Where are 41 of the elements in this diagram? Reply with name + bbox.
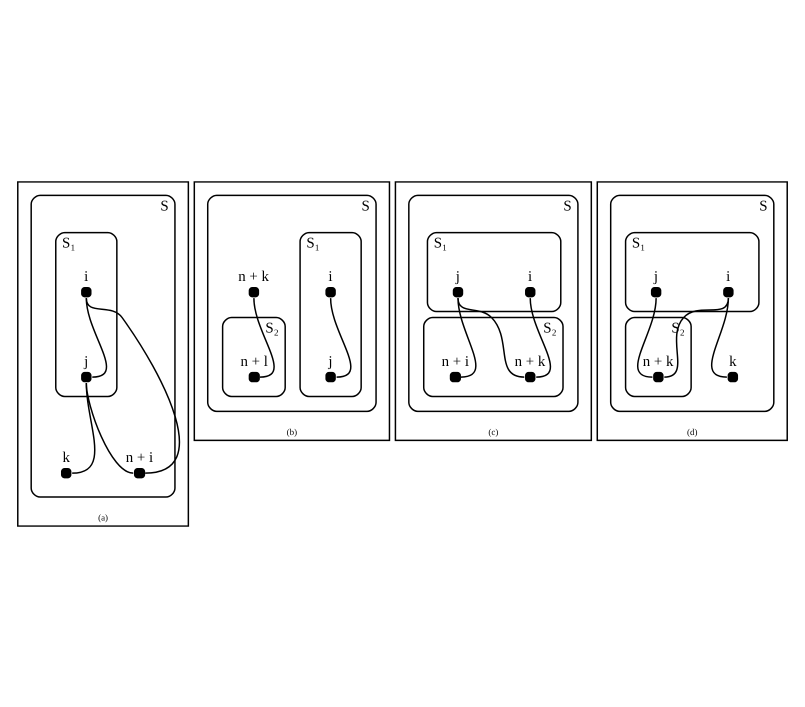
connector xyxy=(664,298,730,378)
node-circle xyxy=(723,286,734,297)
node-circle xyxy=(325,371,336,382)
connector xyxy=(637,298,657,378)
node-circle xyxy=(248,286,260,297)
connector xyxy=(457,298,476,378)
node-circle xyxy=(134,467,146,478)
connector xyxy=(86,298,180,474)
node-circle xyxy=(525,286,536,297)
node-label: n + k xyxy=(514,353,546,370)
node-label: j xyxy=(654,268,658,285)
node-label: j xyxy=(456,268,460,285)
node-circle xyxy=(728,371,738,382)
node-label: n + i xyxy=(442,353,470,370)
node-circle xyxy=(325,286,336,297)
node-label: n + k xyxy=(238,268,269,285)
node-circle xyxy=(452,286,464,297)
connector xyxy=(457,298,524,378)
node-label: j xyxy=(328,353,333,370)
node-label: i xyxy=(528,268,532,285)
node-label: n + k xyxy=(642,353,674,370)
node-circle xyxy=(60,467,72,478)
node-circle xyxy=(450,371,461,382)
connector xyxy=(72,382,96,474)
node-label: i xyxy=(328,268,333,285)
node-label: n + i xyxy=(126,450,154,466)
node-circle xyxy=(650,286,662,297)
node-circle xyxy=(653,371,664,382)
connector xyxy=(86,298,108,378)
node-label: k xyxy=(62,450,70,466)
node-label: i xyxy=(726,268,730,285)
node-label: j xyxy=(84,353,88,370)
connector xyxy=(710,298,730,378)
node-label: i xyxy=(84,268,88,285)
node-circle xyxy=(525,371,536,382)
node-circle xyxy=(248,371,260,382)
node-circle xyxy=(81,371,92,382)
node-label: k xyxy=(729,353,737,370)
connector xyxy=(530,298,552,378)
node-label: n + l xyxy=(240,353,268,370)
node-circle xyxy=(81,286,92,297)
